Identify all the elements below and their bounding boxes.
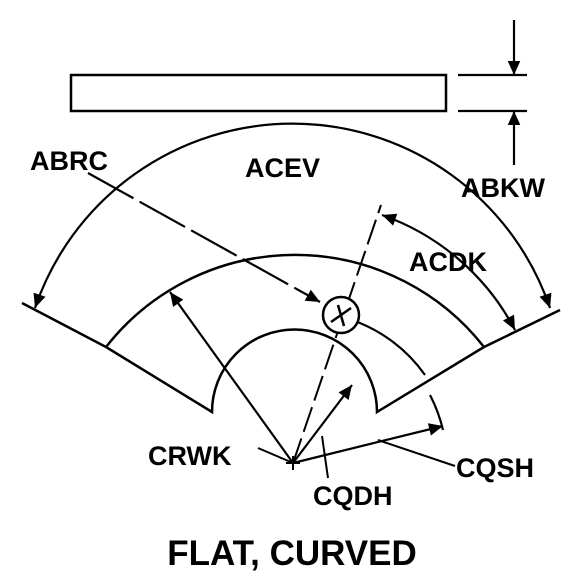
center-line bbox=[292, 204, 382, 464]
diagram-caption: FLAT, CURVED bbox=[167, 534, 417, 573]
label-acdk: ACDK bbox=[409, 247, 487, 277]
outer-arc-dimension bbox=[33, 122, 552, 309]
thickness-dimension bbox=[458, 20, 527, 165]
mean-radius-arc bbox=[351, 318, 426, 376]
crwk-radius-arrow bbox=[169, 291, 294, 464]
label-cqsh: CQSH bbox=[456, 453, 534, 483]
label-abkw: ABKW bbox=[461, 173, 545, 203]
left-end-line bbox=[21, 301, 107, 349]
label-acev: ACEV bbox=[245, 153, 320, 183]
cqsh-radius-arrow bbox=[292, 423, 444, 465]
angle-dimension bbox=[381, 213, 516, 331]
cqsh-leader bbox=[377, 439, 456, 467]
cqdh-leader bbox=[321, 435, 329, 479]
small-radius-arc bbox=[429, 394, 445, 431]
label-abrc: ABRC bbox=[30, 146, 108, 176]
flat-bar bbox=[69, 73, 448, 113]
crwk-leader bbox=[257, 447, 294, 464]
abrc-leader bbox=[87, 172, 321, 303]
cqdh-radius-arrow bbox=[292, 384, 353, 464]
label-cqdh: CQDH bbox=[313, 481, 393, 511]
label-crwk: CRWK bbox=[148, 441, 232, 471]
curved-sector-outline bbox=[105, 253, 561, 415]
centroid-symbol bbox=[321, 295, 361, 335]
